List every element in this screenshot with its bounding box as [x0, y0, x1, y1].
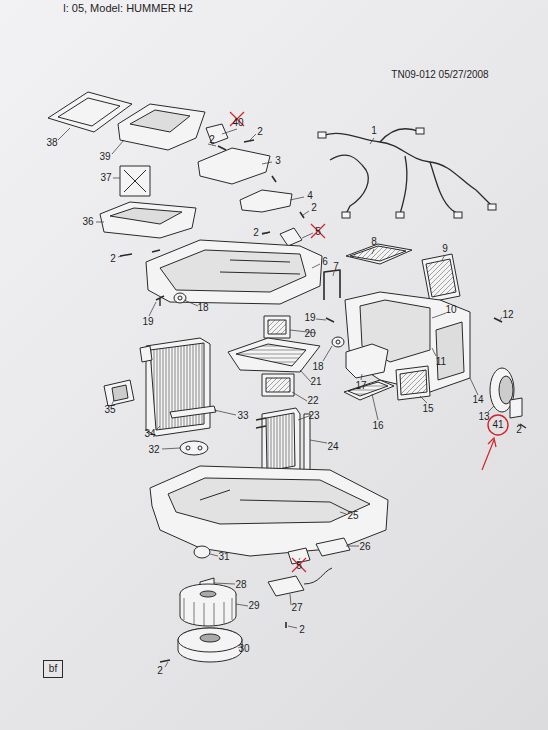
callout-number: 36 [82, 216, 93, 228]
callout-number: 15 [422, 403, 433, 415]
callout-number: 38 [46, 137, 57, 149]
node-text: 41 [492, 419, 503, 431]
callout-number: 39 [99, 151, 110, 163]
callout-number: 35 [104, 404, 115, 416]
callout-number: 2 [157, 665, 163, 677]
callout-number: 18 [197, 302, 208, 314]
callout-number: 2 [110, 253, 116, 265]
callout-number: 10 [445, 304, 456, 316]
callout-number: 19 [142, 316, 153, 328]
callout-number: 21 [310, 376, 321, 388]
node-text: bf [49, 663, 57, 675]
callout-number: 12 [502, 309, 513, 321]
callout-number: 40 [232, 117, 243, 129]
callout-number: 14 [472, 394, 483, 406]
callout-number: 32 [148, 444, 159, 456]
page-mark-box: bf [43, 660, 63, 678]
callout-number: 24 [327, 441, 338, 453]
callout-number: 37 [100, 172, 111, 184]
outline [488, 415, 508, 435]
callout-number: 1 [371, 125, 377, 137]
callout-number: 13 [478, 411, 489, 423]
callout-number: 11 [436, 356, 446, 368]
callout-number: 2 [311, 202, 317, 214]
callout-number: 16 [372, 420, 383, 432]
header-text: l: 05, Model: HUMMER H2 [63, 2, 193, 14]
callout-number: 2 [257, 126, 263, 138]
callout-number: 4 [307, 190, 313, 202]
callout-number: 33 [237, 410, 248, 422]
callout-number: 2 [209, 134, 215, 146]
callout-number: 25 [347, 510, 358, 522]
callout-number: 19 [304, 312, 315, 324]
circled-callout: 41 [487, 414, 509, 436]
callout-number: 30 [238, 643, 249, 655]
callout-number: 8 [371, 236, 377, 248]
callout-number: 2 [516, 424, 522, 436]
callout-number: 29 [248, 600, 259, 612]
callout-number: 5 [315, 226, 321, 238]
callout-number: 7 [333, 261, 339, 273]
callout-number: 26 [359, 541, 370, 553]
callout-number: 5 [296, 560, 302, 572]
callout-number: 9 [442, 243, 448, 255]
callout-number: 28 [235, 579, 246, 591]
callout-number: 18 [312, 361, 323, 373]
callout-number: 2 [253, 227, 259, 239]
callout-number: 34 [144, 428, 155, 440]
doc-number: TN09-012 05/27/2008 [391, 69, 488, 81]
callout-number: 31 [218, 551, 229, 563]
callout-number: 17 [355, 380, 366, 392]
callout-number: 22 [307, 395, 318, 407]
outline [44, 661, 63, 678]
callout-number: 2 [299, 624, 305, 636]
callout-number: 6 [322, 256, 328, 268]
callout-number: 20 [304, 328, 315, 340]
callout-number: 3 [275, 155, 281, 167]
callout-number: 23 [308, 410, 319, 422]
callout-number: 27 [291, 602, 302, 614]
